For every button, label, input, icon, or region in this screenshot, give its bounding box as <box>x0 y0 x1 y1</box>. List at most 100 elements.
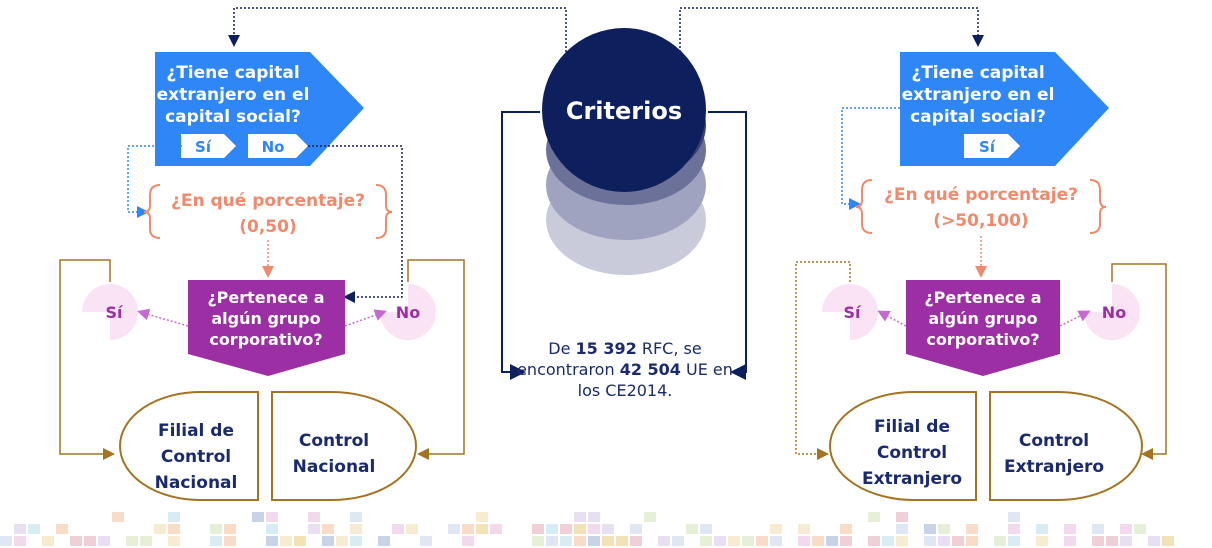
pixel-tile <box>1064 536 1076 546</box>
left-yes-connector <box>127 145 182 218</box>
summary-prefix: De <box>548 339 576 358</box>
pixel-tile <box>924 536 936 546</box>
pixel-tile <box>574 536 586 546</box>
pixel-tile <box>994 536 1006 546</box>
right-yes-label: Sí <box>979 138 996 156</box>
pixel-tile <box>252 512 264 522</box>
right-group-line3: corporativo? <box>926 330 1039 349</box>
pixel-tile <box>168 512 180 522</box>
pixel-tile <box>112 512 124 522</box>
right-result-left-shape <box>829 391 977 501</box>
right-yes-tag <box>964 134 1020 158</box>
right-result-right-shape <box>989 391 1143 501</box>
left-group-no-circle <box>380 284 436 340</box>
pixel-tile <box>896 524 908 534</box>
decorative-pixel-band <box>0 512 1174 546</box>
pixel-tile <box>378 536 390 546</box>
pixel-tile <box>826 536 838 546</box>
left-yes-label: Sí <box>195 138 212 156</box>
pixel-tile <box>336 536 348 546</box>
pixel-tile <box>448 524 460 534</box>
right-group-shape <box>906 280 1060 376</box>
left-group-no-label: No <box>396 303 420 322</box>
pixel-tile <box>1092 536 1104 546</box>
left-percentage-line2: (0,50) <box>239 217 296 237</box>
pixel-tile <box>546 524 558 534</box>
pixel-tile <box>1036 536 1048 546</box>
pixel-tile <box>490 524 502 534</box>
pixel-tile <box>966 524 978 534</box>
bracket-center-left <box>501 111 540 380</box>
right-group-yes-label: Sí <box>843 303 862 322</box>
pixel-tile <box>588 524 600 534</box>
pixel-tile <box>714 536 726 546</box>
pixel-tile <box>1036 524 1048 534</box>
pixel-tile <box>630 524 642 534</box>
pixel-tile <box>700 524 712 534</box>
connector-criterios-right <box>679 7 984 52</box>
left-result-right-line1: Control <box>299 431 369 451</box>
pixel-tile <box>1148 536 1160 546</box>
left-yes-tag <box>181 134 236 158</box>
criterios-title: Criterios <box>566 97 682 125</box>
summary-text: De 15 392 RFC, se encontraron 42 504 UE … <box>515 338 735 401</box>
pixel-tile <box>476 524 488 534</box>
pixel-tile <box>574 524 586 534</box>
summary-rfc-count: 15 392 <box>575 339 637 358</box>
pixel-tile <box>350 512 362 522</box>
pixel-tile <box>952 536 964 546</box>
pixel-tile <box>700 536 712 546</box>
pixel-tile <box>14 536 26 546</box>
pixel-tile <box>1092 524 1104 534</box>
left-group-yes-label: Sí <box>105 303 124 322</box>
pixel-tile <box>406 524 418 534</box>
left-percentage-line1: ¿En qué porcentaje? <box>171 191 365 211</box>
pixel-tile <box>154 524 166 534</box>
pixel-tile <box>350 536 362 546</box>
left-no-result-connector <box>407 259 465 460</box>
pixel-tile <box>1008 536 1020 546</box>
pixel-tile <box>840 524 852 534</box>
right-question-line1: ¿Tiene capital <box>911 63 1044 83</box>
pixel-tile <box>1008 512 1020 522</box>
pixel-tile <box>1120 536 1132 546</box>
left-result-right-shape <box>271 391 417 501</box>
summary-suffix: UE en los CE2014. <box>577 360 733 400</box>
pixel-tile <box>966 536 978 546</box>
left-group-yes-circle <box>82 284 138 340</box>
pixel-tile <box>938 536 950 546</box>
left-no-tag <box>248 134 308 158</box>
left-result-left-line1: Filial de <box>158 421 234 441</box>
pixel-tile <box>266 536 278 546</box>
pixel-tile <box>308 512 320 522</box>
pixel-tile <box>840 536 852 546</box>
left-result-left-line2: Control <box>161 447 231 467</box>
right-percentage-line2: (>50,100) <box>933 211 1028 231</box>
right-yes-connector <box>841 107 900 210</box>
left-question-line1: ¿Tiene capital <box>166 63 299 83</box>
pixel-tile <box>392 524 404 534</box>
right-result-right-line2: Extranjero <box>1004 457 1104 477</box>
right-group-no-arrow <box>1059 310 1091 327</box>
right-percentage-brace-left <box>855 179 873 234</box>
left-question-line3: capital social? <box>165 107 301 127</box>
pixel-tile <box>1120 524 1132 534</box>
pixel-tile <box>224 524 236 534</box>
summary-ue-count: 42 504 <box>619 360 681 379</box>
right-yes-result-connector <box>795 261 851 460</box>
pixel-tile <box>532 536 544 546</box>
pixel-tile <box>560 524 572 534</box>
pixel-tile <box>798 536 810 546</box>
right-question-line3: capital social? <box>910 107 1046 127</box>
pixel-tile <box>350 524 362 534</box>
right-no-result-connector <box>1111 263 1167 460</box>
left-result-left-line3: Nacional <box>155 473 238 493</box>
left-no-connector <box>308 145 403 303</box>
left-group-line2: algún grupo <box>211 309 320 328</box>
right-group-line2: algún grupo <box>928 309 1037 328</box>
pixel-tile <box>868 536 880 546</box>
pixel-tile <box>1134 524 1146 534</box>
left-no-label: No <box>262 138 285 156</box>
pixel-tile <box>266 524 278 534</box>
